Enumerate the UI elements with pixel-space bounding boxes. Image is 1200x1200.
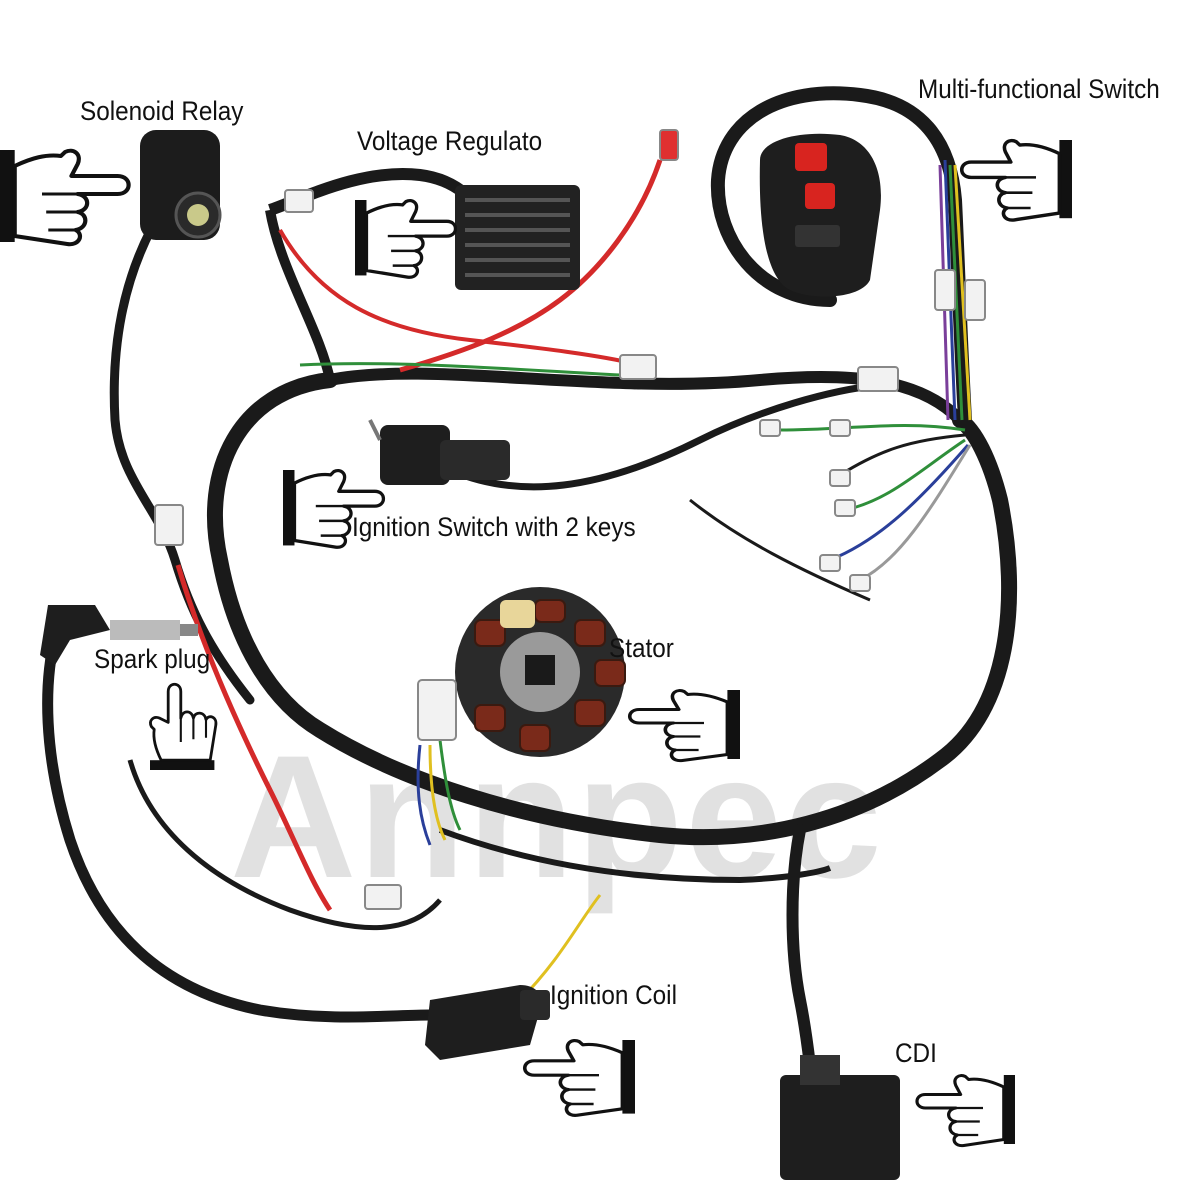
solenoid-relay xyxy=(140,130,222,240)
relay-cable xyxy=(109,200,255,705)
label-voltage-regulator: Voltage Regulato xyxy=(357,126,543,156)
pointing-hand-icon-spark xyxy=(148,682,218,772)
pointing-hand-icon-switch xyxy=(959,138,1074,222)
spark-cable xyxy=(42,614,436,1023)
label-cdi: CDI xyxy=(895,1038,937,1068)
label-stator: Stator xyxy=(609,633,674,663)
connectors xyxy=(154,129,986,910)
switch-cable xyxy=(710,86,972,427)
pointing-hand-icon-relay xyxy=(0,150,129,244)
cdi-cable xyxy=(786,824,818,1086)
pointing-hand-icon-stator xyxy=(627,688,742,763)
cdi-unit xyxy=(780,1055,900,1180)
label-spark-plug: Spark plug xyxy=(94,644,211,674)
label-ignition-switch: Ignition Switch with 2 keys xyxy=(352,512,636,542)
multi-functional-switch xyxy=(759,133,881,297)
label-multi-functional-switch: Multi-functional Switch xyxy=(918,74,1160,104)
ignition-coil xyxy=(425,985,550,1060)
ignition-switch xyxy=(368,419,510,485)
main-harness xyxy=(206,372,1018,846)
pointing-hand-icon-coil xyxy=(522,1038,637,1118)
pointing-hand-icon-cdi xyxy=(915,1073,1017,1148)
spark-plug xyxy=(40,605,198,665)
voltage-regulator xyxy=(455,185,580,290)
label-solenoid-relay: Solenoid Relay xyxy=(80,96,244,126)
pointing-hand-icon-regulator xyxy=(353,198,458,279)
stator xyxy=(455,587,626,757)
label-ignition-coil: Ignition Coil xyxy=(550,980,677,1010)
